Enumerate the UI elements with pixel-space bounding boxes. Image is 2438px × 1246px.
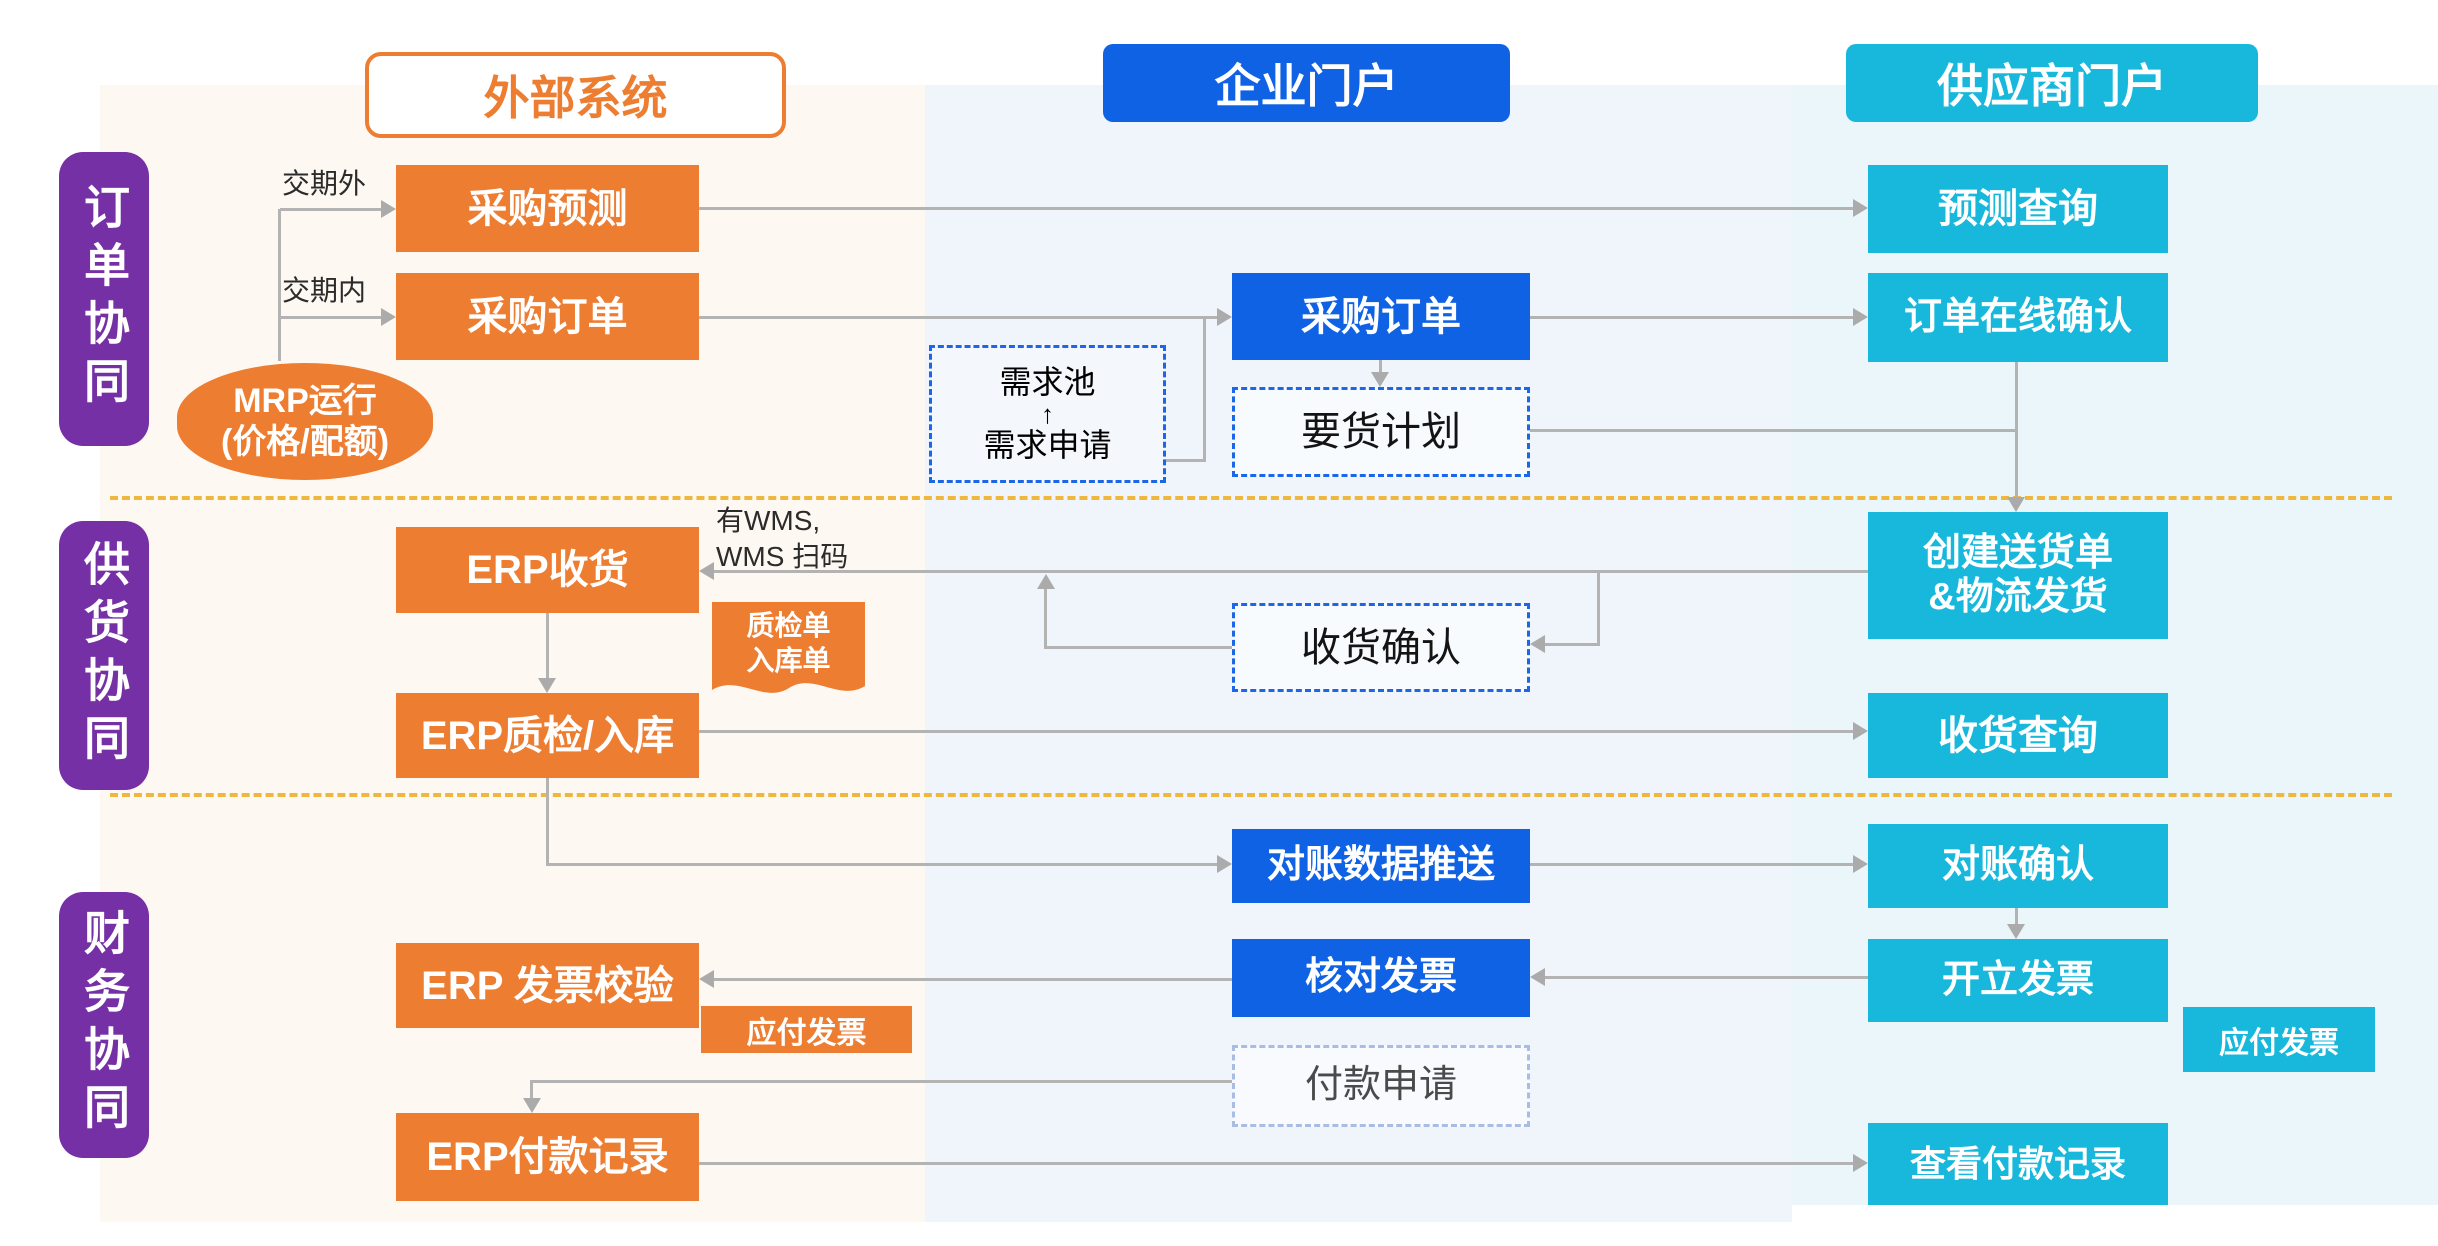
node-delivery-plan: 要货计划 [1232, 387, 1530, 477]
section-finance-collaboration: 财务协同 [59, 892, 149, 1158]
label-ap-invoice-supplier: 应付发票 [2183, 1007, 2375, 1072]
arrowhead [1853, 308, 1868, 326]
connector [1544, 643, 1600, 646]
section-separator-2 [110, 793, 2392, 797]
node-purchase-order-external: 采购订单 [396, 273, 699, 360]
connector [1044, 588, 1047, 649]
connector [713, 978, 1232, 981]
arrowhead [1217, 855, 1232, 873]
arrowhead [1530, 968, 1545, 986]
connector [278, 209, 281, 361]
connector [699, 1162, 1853, 1165]
node-erp-receiving: ERP收货 [396, 527, 699, 613]
connector [1203, 318, 1206, 462]
arrowhead [1530, 635, 1545, 653]
connector [530, 1080, 1232, 1083]
section-supply-collaboration: 供货协同 [59, 521, 149, 790]
node-erp-qc-warehouse: ERP质检/入库 [396, 693, 699, 778]
connector [546, 613, 549, 679]
qc-doc-line1: 质检单 [746, 610, 831, 641]
arrowhead [1037, 574, 1055, 589]
arrowhead [381, 308, 396, 326]
connector [1530, 316, 1853, 319]
arrowhead [523, 1098, 541, 1113]
qc-inbound-doc-shape: 质检单 入库单 [712, 602, 865, 704]
node-erp-payment-record: ERP付款记录 [396, 1113, 699, 1201]
node-create-delivery-note: 创建送货单 &物流发货 [1868, 512, 2168, 639]
node-purchase-order-portal: 采购订单 [1232, 273, 1530, 360]
connector [1530, 429, 2018, 432]
node-invoice-verify: 核对发票 [1232, 939, 1530, 1017]
node-payment-request: 付款申请 [1232, 1045, 1530, 1127]
connector [280, 208, 381, 211]
demand-pool-label: 需求池 [999, 364, 1096, 401]
qc-inbound-doc-label: 质检单 入库单 [712, 608, 865, 678]
arrowhead [699, 970, 714, 988]
qc-doc-line2: 入库单 [746, 645, 831, 676]
create-delivery-line1: 创建送货单 [1922, 531, 2113, 574]
arrowhead [1853, 199, 1868, 217]
connector [1046, 646, 1232, 649]
connector [699, 207, 1853, 210]
header-supplier-portal: 供应商门户 [1846, 44, 2258, 122]
label-in-leadtime: 交期内 [282, 275, 367, 306]
connector [280, 316, 381, 319]
connector [1379, 360, 1382, 374]
mrp-line1: MRP运行 [233, 381, 377, 420]
connector [546, 863, 1218, 866]
arrowhead [699, 562, 714, 580]
label-out-of-leadtime: 交期外 [282, 168, 367, 199]
section-separator-1 [110, 496, 2392, 500]
wms-note-line2: WMS 扫码 [716, 541, 849, 573]
arrowhead [1853, 855, 1868, 873]
wms-note-line1: 有WMS, [716, 505, 821, 536]
node-receipt-query: 收货查询 [1868, 693, 2168, 778]
connector [2015, 362, 2018, 498]
node-purchase-forecast: 采购预测 [396, 165, 699, 252]
arrowhead [2007, 924, 2025, 939]
connector [1530, 863, 1853, 866]
connector [546, 778, 549, 865]
node-order-online-confirm: 订单在线确认 [1868, 273, 2168, 362]
node-view-payment-record: 查看付款记录 [1868, 1123, 2168, 1205]
up-arrow-icon: ↑ [1041, 399, 1054, 429]
connector [713, 570, 1868, 573]
node-erp-invoice-check: ERP 发票校验 [396, 943, 699, 1028]
label-ap-invoice-external: 应付发票 [701, 1006, 912, 1053]
node-reconciliation-push: 对账数据推送 [1232, 829, 1530, 903]
connector [699, 730, 1853, 733]
node-reconciliation-confirm: 对账确认 [1868, 824, 2168, 908]
header-external-system: 外部系统 [365, 52, 786, 138]
connector [1166, 459, 1206, 462]
arrowhead [2007, 497, 2025, 512]
node-forecast-query: 预测查询 [1868, 165, 2168, 253]
node-issue-invoice: 开立发票 [1868, 939, 2168, 1022]
create-delivery-line2: &物流发货 [1928, 575, 2108, 618]
arrowhead [1217, 308, 1232, 326]
label-wms-note: 有WMS, WMS 扫码 [716, 503, 848, 576]
node-mrp-run: MRP运行 (价格/配额) [177, 363, 433, 480]
connector [2015, 908, 2018, 925]
connector [699, 316, 1217, 319]
section-order-collaboration: 订单协同 [59, 152, 149, 446]
arrowhead [381, 200, 396, 218]
connector [530, 1080, 533, 1099]
mrp-line2: (价格/配额) [220, 422, 390, 461]
arrowhead [1853, 722, 1868, 740]
node-receipt-confirm: 收货确认 [1232, 603, 1530, 692]
connector [1544, 976, 1868, 979]
node-demand-pool: 需求池 ↑ 需求申请 [929, 345, 1166, 483]
arrowhead [1853, 1154, 1868, 1172]
wave-shape [712, 602, 865, 693]
header-enterprise-portal: 企业门户 [1103, 44, 1510, 122]
demand-request-label: 需求申请 [983, 427, 1112, 463]
arrowhead [538, 678, 556, 693]
arrowhead [1371, 372, 1389, 387]
connector [1597, 570, 1600, 645]
